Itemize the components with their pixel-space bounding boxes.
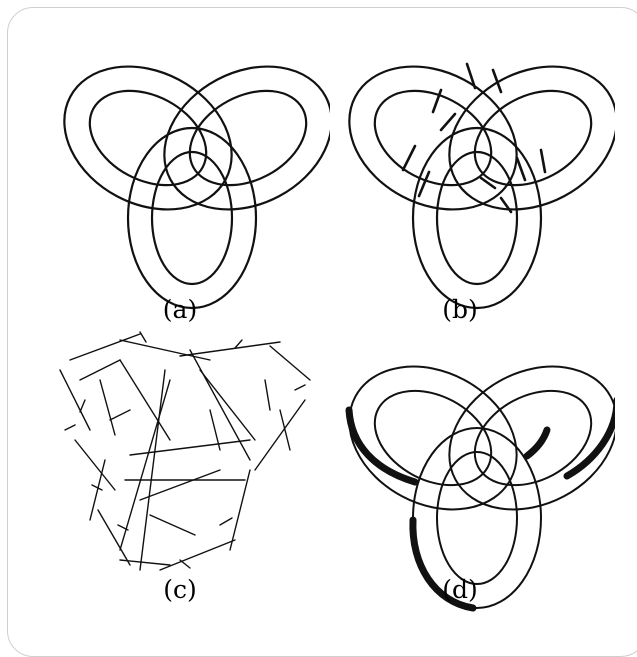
trefoil-band-a — [20, 20, 330, 340]
panel-c: (c) — [20, 320, 330, 640]
caption-d: (d) — [420, 575, 500, 604]
cut-marks — [403, 64, 545, 212]
panel-b: (b) — [305, 20, 615, 340]
caption-c: (c) — [140, 575, 220, 604]
trefoil-band-b — [305, 20, 615, 340]
panel-d: (d) — [305, 320, 615, 640]
panel-a: (a) — [20, 20, 330, 340]
